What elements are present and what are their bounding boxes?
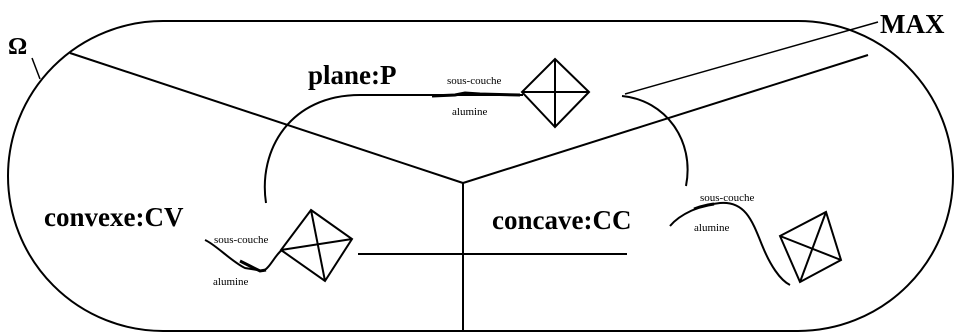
- partition-line-left: [69, 52, 464, 184]
- concave-sous-couche-wave: [693, 202, 715, 211]
- plane-surface-curve: [263, 94, 523, 204]
- concave-alumine-label: alumine: [694, 222, 730, 234]
- convexe-sous-couche-wave: [239, 259, 267, 273]
- concave-label: concave:CC: [492, 205, 631, 235]
- max-label: MAX: [880, 9, 945, 39]
- omega-label: Ω: [8, 34, 27, 60]
- concave-crystal-icon: [778, 210, 843, 284]
- convexe-label: convexe:CV: [44, 202, 184, 232]
- domain-boundary: [7, 20, 954, 332]
- plane-sous-couche-label: sous-couche: [447, 75, 501, 87]
- convexe-sous-couche-label: sous-couche: [214, 234, 268, 246]
- plane-label: plane:P: [308, 60, 397, 90]
- convexe-alumine-label: alumine: [213, 276, 249, 288]
- plane-right-curve: [621, 95, 689, 187]
- concave-sous-couche-label: sous-couche: [700, 192, 754, 204]
- plane-crystal-icon: [520, 57, 591, 129]
- convexe-crystal-icon: [279, 208, 354, 283]
- concave-substrate-curve: [669, 201, 791, 286]
- plane-alumine-label: alumine: [452, 106, 488, 118]
- plane-sous-couche-wave: [431, 91, 521, 98]
- partition-line-right: [462, 54, 869, 184]
- omega-pointer: [31, 57, 41, 80]
- max-pointer-line: [624, 21, 879, 95]
